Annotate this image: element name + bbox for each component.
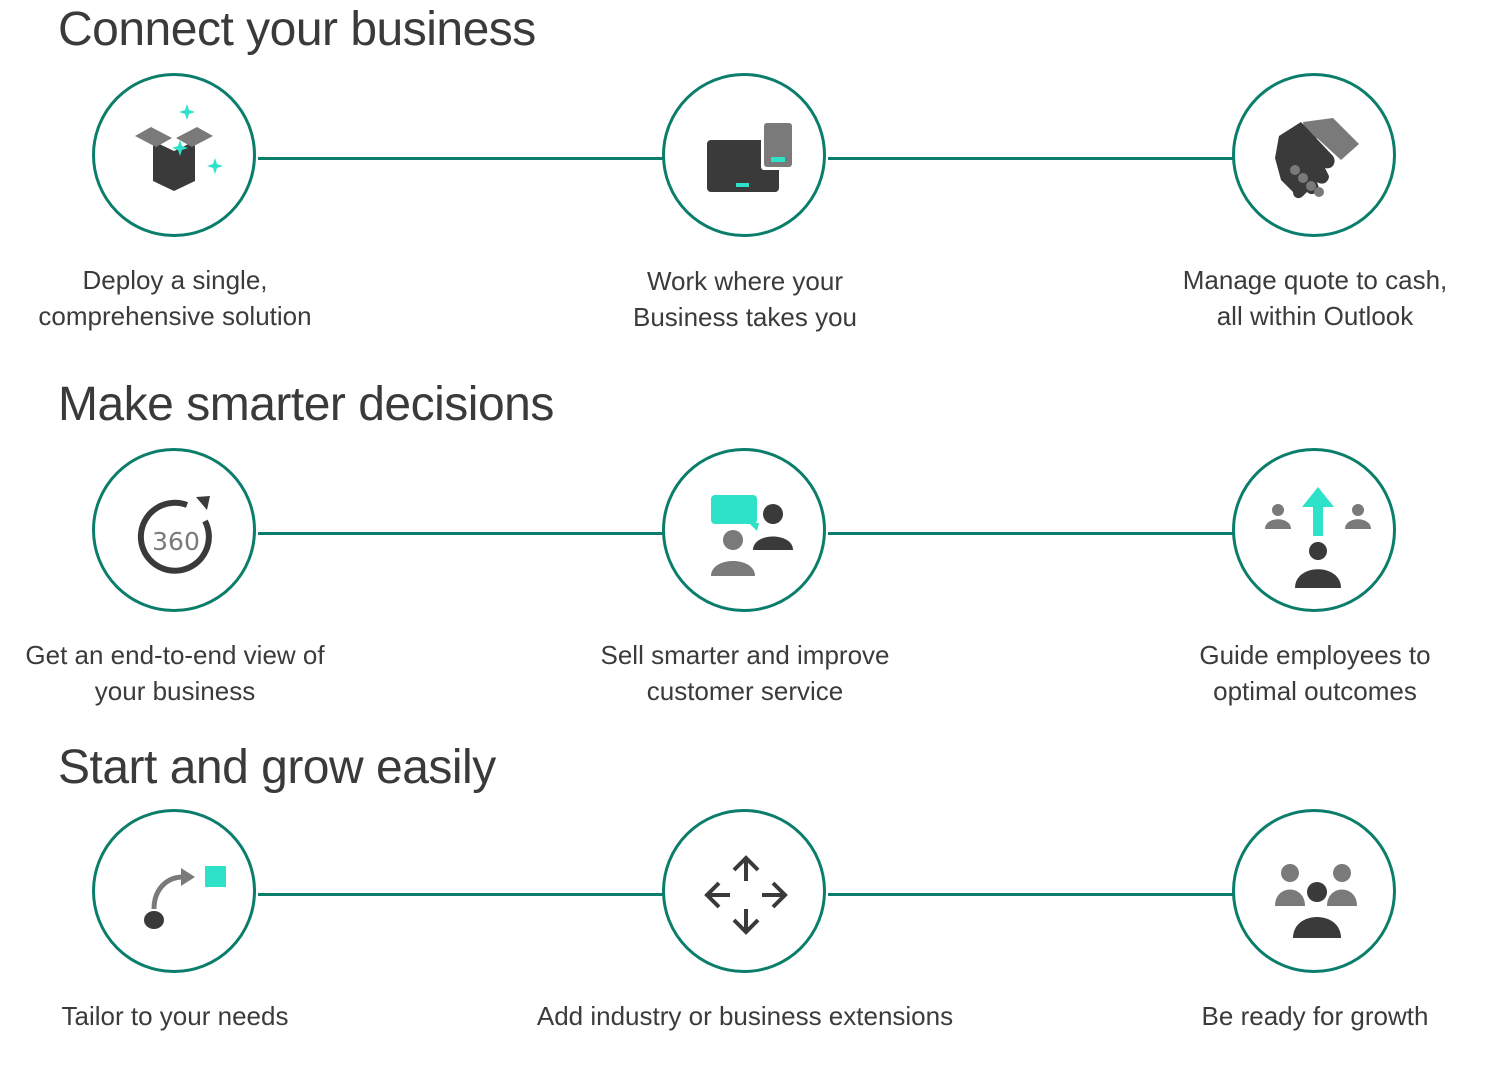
expand-arrows-icon (704, 855, 788, 935)
connector-line (258, 157, 664, 160)
caption-guide: Guide employees to optimal outcomes (1095, 637, 1504, 709)
connector-line (828, 532, 1234, 535)
caption-extensions: Add industry or business extensions (525, 998, 965, 1034)
devices-icon (707, 120, 795, 192)
section-title-connect: Connect your business (58, 3, 536, 56)
caption-line: Work where your (646, 266, 844, 296)
feature-circle-sell (662, 448, 826, 612)
caption-line: your business (94, 676, 256, 706)
feature-circle-deploy (92, 73, 256, 237)
connector-line (828, 893, 1234, 896)
caption-growth: Be ready for growth (1095, 998, 1504, 1034)
feature-circle-manage (1232, 73, 1396, 237)
section-title-grow: Start and grow easily (58, 741, 496, 794)
caption-sell: Sell smarter and improve customer servic… (525, 637, 965, 709)
connector-line (258, 893, 664, 896)
svg-text:360: 360 (152, 527, 200, 556)
caption-line: comprehensive solution (38, 301, 312, 331)
feature-row-decisions: 360 (0, 448, 1504, 618)
caption-line: Get an end-to-end view of (25, 640, 325, 670)
connector-line (828, 157, 1234, 160)
customer-chat-icon (711, 495, 793, 576)
connector-line (258, 532, 664, 535)
caption-line: Deploy a single, (82, 265, 268, 295)
caption-view: Get an end-to-end view of your business (0, 637, 395, 709)
caption-deploy: Deploy a single, comprehensive solution (0, 262, 395, 334)
feature-circle-growth (1232, 809, 1396, 973)
section-title-decisions: Make smarter decisions (58, 378, 554, 431)
feature-circle-tailor (92, 809, 256, 973)
feature-row-grow (0, 809, 1504, 979)
caption-tailor: Tailor to your needs (0, 998, 395, 1034)
feature-row-connect (0, 73, 1504, 243)
caption-line: Manage quote to cash, (1182, 265, 1448, 295)
feature-circle-work (662, 73, 826, 237)
box-sparkle-icon (135, 104, 223, 191)
guide-employees-icon (1265, 487, 1371, 588)
caption-manage: Manage quote to cash, all within Outlook (1095, 262, 1504, 334)
caption-line: Tailor to your needs (61, 1001, 289, 1031)
feature-circle-guide (1232, 448, 1396, 612)
caption-line: all within Outlook (1216, 301, 1414, 331)
caption-line: Add industry or business extensions (536, 1001, 954, 1031)
caption-work: Work where your Business takes you (525, 263, 965, 335)
feature-circle-extensions (662, 809, 826, 973)
tailor-path-icon (144, 866, 226, 929)
caption-line: customer service (646, 676, 844, 706)
caption-line: optimal outcomes (1213, 676, 1417, 706)
caption-line: Be ready for growth (1201, 1001, 1429, 1031)
handshake-icon (1275, 118, 1359, 199)
feature-circle-view: 360 (92, 448, 256, 612)
caption-line: Guide employees to (1199, 640, 1431, 670)
360-view-icon: 360 (137, 496, 212, 574)
caption-line: Business takes you (632, 302, 857, 332)
caption-line: Sell smarter and improve (600, 640, 890, 670)
team-growth-icon (1275, 864, 1357, 938)
